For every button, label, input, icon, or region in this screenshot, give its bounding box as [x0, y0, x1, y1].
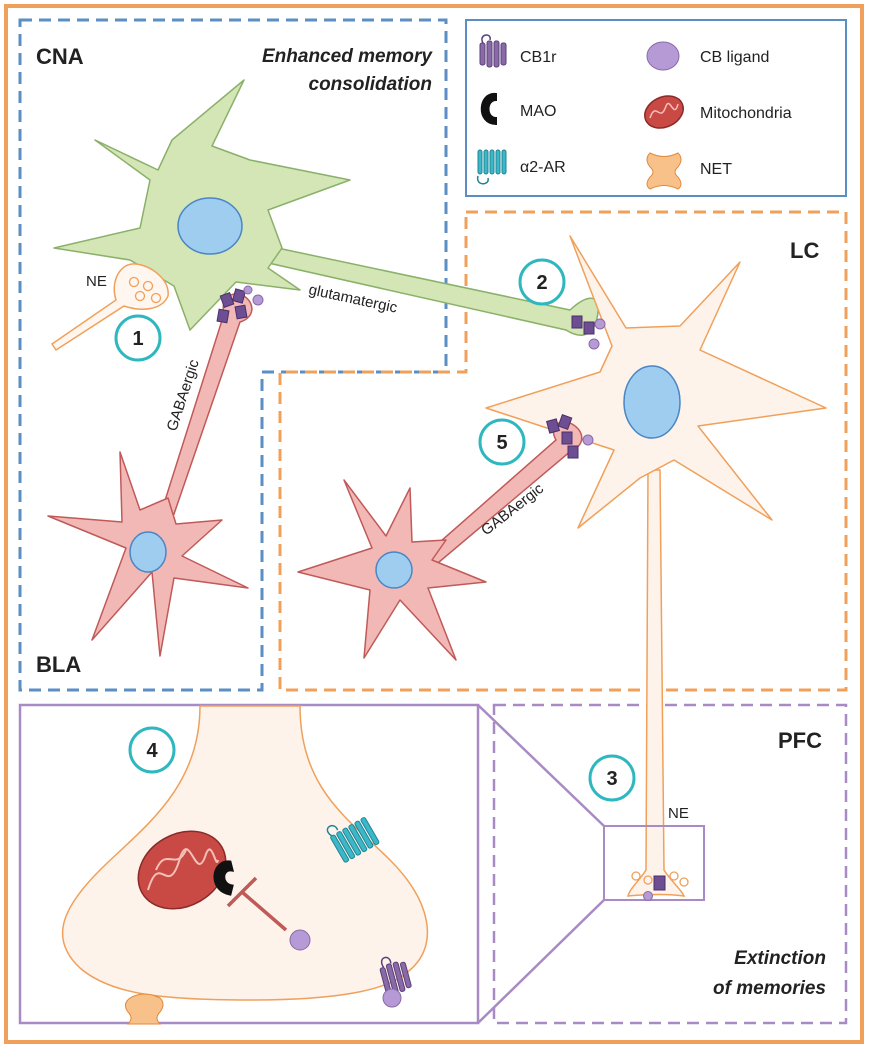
lc-gabaergic-nucleus [375, 551, 413, 589]
inset-mitochondrion [137, 830, 227, 910]
caption-extinction-line1: Extinction [734, 948, 826, 969]
lc-nucleus [623, 365, 681, 439]
region-label-bla: BLA [36, 652, 81, 677]
label-ne-cna: NE [86, 273, 107, 290]
cb1r-icon [232, 288, 246, 304]
cb-ligand-icon [646, 41, 680, 71]
cb-ligand-icon [588, 338, 600, 350]
region-label-cna: CNA [36, 44, 84, 69]
caption-enhanced-line2: consolidation [309, 74, 433, 95]
alpha2ar-icon [476, 149, 507, 185]
cb1r-icon [479, 34, 507, 68]
cb1r-icon [561, 431, 573, 445]
marker-1-label: 1 [132, 328, 143, 350]
label-ne-pfc: NE [668, 805, 689, 822]
legend-mitochondria: Mitochondria [644, 95, 792, 129]
cb1r-icon [216, 308, 230, 324]
legend-alpha2ar: α2-AR [476, 149, 566, 185]
cb-ligand-icon [643, 891, 653, 901]
marker-5: 5 [478, 418, 526, 466]
inhibition-bar [226, 876, 258, 908]
inset-terminal-body [61, 705, 429, 1001]
cna-nucleus [177, 197, 243, 255]
legend-mao: MAO [480, 92, 556, 126]
zoom-connector-top [477, 704, 605, 827]
legend-net-label: NET [700, 161, 732, 178]
marker-3: 3 [588, 754, 636, 802]
legend-alpha2ar-label: α2-AR [520, 159, 566, 176]
lc-region [278, 210, 848, 692]
cna-neuron [53, 79, 599, 336]
legend-net: NET [646, 152, 732, 190]
zoom-connector-bottom [477, 899, 605, 1024]
cb1r-icon [567, 445, 579, 459]
outer-frame [4, 4, 864, 1044]
lc-neuron [485, 235, 827, 897]
cb1r-icon [379, 956, 412, 994]
cb1r-icon [219, 292, 235, 308]
marker-2-label: 2 [536, 272, 547, 294]
cb-ligand-icon [582, 434, 594, 446]
legend-cb-ligand: CB ligand [646, 41, 769, 71]
legend-cb1r: CB1r [479, 34, 557, 68]
cb-ligand-icon [243, 285, 253, 295]
ne-terminal-cna [50, 263, 169, 352]
alpha2ar-icon [326, 817, 380, 863]
mao-icon [480, 92, 497, 126]
inhibition-line [240, 890, 288, 932]
gabaergic-neuron-lc [297, 421, 583, 661]
cb1r-icon [571, 315, 583, 329]
cb-ligand-icon [594, 318, 606, 330]
synapse-receptors-5 [546, 414, 594, 459]
cb-ligand-icon [252, 294, 264, 306]
net-icon [124, 993, 164, 1025]
region-label-pfc: PFC [778, 728, 822, 753]
mitochondria-icon [644, 95, 684, 129]
pfc-zoom-box [603, 825, 705, 901]
region-label-lc: LC [790, 238, 819, 263]
net-icon [646, 152, 682, 190]
glutamatergic-axon [263, 245, 599, 336]
synapse-receptors-2 [571, 315, 606, 350]
cb1r-icon [653, 875, 666, 891]
marker-4: 4 [128, 726, 176, 774]
cb1r-icon [557, 414, 573, 430]
legend-cb1r-label: CB1r [520, 49, 557, 66]
cb1r-icon [546, 418, 560, 434]
legend-mao-label: MAO [520, 103, 556, 120]
lc-projection-to-pfc [627, 469, 686, 897]
cb-ligand-icon [289, 929, 311, 951]
marker-1: 1 [114, 314, 162, 362]
cb-ligand-icon [382, 988, 402, 1008]
caption-enhanced-line1: Enhanced memory [262, 46, 433, 67]
caption-extinction-line2: of memories [713, 978, 826, 999]
marker-3-label: 3 [606, 768, 617, 790]
legend-mitochondria-label: Mitochondria [700, 105, 792, 122]
cb1r-icon [583, 321, 595, 335]
cna-bla-region [18, 18, 448, 692]
ne-terminal-pfc [631, 871, 689, 901]
marker-2: 2 [518, 258, 566, 306]
legend-cb-ligand-label: CB ligand [700, 49, 769, 66]
inset-terminal [61, 705, 429, 1025]
mao-icon [213, 860, 235, 896]
bla-nucleus [129, 531, 167, 573]
synapse-receptors-1 [216, 285, 264, 324]
cb1r-icon [234, 304, 248, 320]
pfc-region [492, 703, 848, 1025]
marker-4-label: 4 [146, 740, 158, 762]
marker-5-label: 5 [496, 432, 507, 454]
